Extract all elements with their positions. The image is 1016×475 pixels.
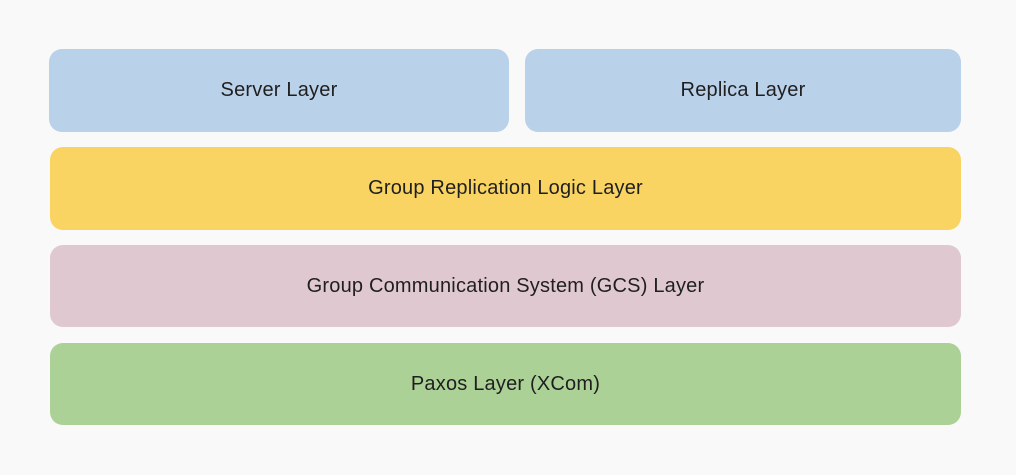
replica-layer-label: Replica Layer bbox=[680, 79, 806, 101]
group-replication-logic-layer-label: Group Replication Logic Layer bbox=[368, 177, 643, 199]
gcs-layer-box: Group Communication System (GCS) Layer bbox=[50, 245, 961, 327]
replica-layer-box: Replica Layer bbox=[525, 49, 961, 132]
group-replication-logic-layer-box: Group Replication Logic Layer bbox=[50, 147, 961, 230]
paxos-layer-label: Paxos Layer (XCom) bbox=[410, 372, 601, 395]
server-layer-label: Server Layer bbox=[220, 79, 338, 101]
server-layer-box: Server Layer bbox=[49, 49, 509, 132]
gcs-layer-label: Group Communication System (GCS) Layer bbox=[306, 274, 705, 297]
paxos-layer-box: Paxos Layer (XCom) bbox=[50, 343, 961, 425]
